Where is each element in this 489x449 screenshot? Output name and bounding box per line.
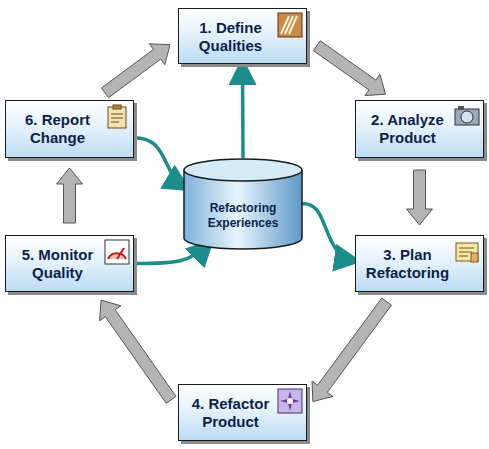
node-label: 1. Define Qualities bbox=[179, 9, 306, 61]
process-box: 6. Report Change bbox=[5, 100, 134, 158]
process-box: 1. Define Qualities bbox=[178, 8, 307, 64]
step-icon bbox=[454, 104, 480, 130]
experience-arrow bbox=[134, 244, 209, 264]
cycle-arrow bbox=[57, 168, 83, 223]
step-icon bbox=[104, 239, 130, 265]
process-box: 3. Plan Refactoring bbox=[355, 235, 484, 292]
cycle-arrow bbox=[101, 44, 170, 98]
step-icon bbox=[277, 12, 303, 38]
step-icon bbox=[277, 388, 303, 414]
node-label: 6. Report Change bbox=[6, 101, 133, 153]
cycle-arrow bbox=[312, 298, 391, 402]
experience-arrow bbox=[301, 204, 355, 261]
experience-arrow bbox=[134, 138, 185, 188]
cycle-arrow bbox=[407, 170, 433, 225]
process-box: 4. Refactor Product bbox=[178, 384, 307, 441]
node-label: 5. Monitor Quality bbox=[6, 236, 133, 288]
process-box: 5. Monitor Quality bbox=[5, 235, 134, 292]
database-cylinder: Refactoring Experiences bbox=[183, 158, 303, 250]
step-icon bbox=[454, 239, 480, 265]
node-label: 3. Plan Refactoring bbox=[356, 236, 483, 288]
cycle-arrow bbox=[100, 300, 176, 403]
node-label: 4. Refactor Product bbox=[179, 385, 306, 437]
node-label: Refactoring Experiences bbox=[191, 201, 295, 231]
process-box: 2. Analyze Product bbox=[355, 100, 484, 158]
experience-arrow bbox=[241, 64, 245, 158]
node-label: 2. Analyze Product bbox=[356, 101, 483, 153]
cycle-arrow bbox=[313, 41, 385, 96]
step-icon bbox=[104, 104, 130, 130]
